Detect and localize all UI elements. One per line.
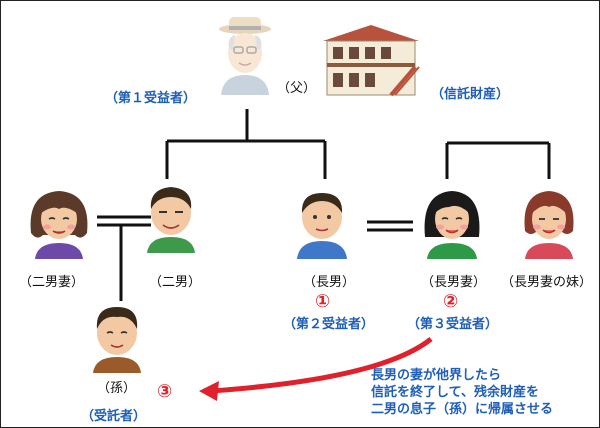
eldest-son-wife-label: （長男妻） [421,275,487,290]
trustee-label: （受託者） [81,409,147,424]
grandchild-label: （孫） [97,381,137,396]
transfer-arrowhead [199,381,219,401]
note-line-3: 二男の息子（孫）に帰属させる [371,402,554,417]
second-son-wife-illustration [30,191,88,259]
note-line-1: 長男の妻が他界したら [371,368,502,383]
marker-1: ① [315,291,331,312]
beneficiary3-label: （第３受益者） [407,317,499,332]
eldest-son-wife-sister-illustration [524,191,574,259]
beneficiary1-label: （第１受益者） [105,91,197,106]
eldest-son-wife-illustration [424,191,480,259]
second-son-wife-label: （二男妻） [19,275,85,290]
house-icon [323,25,420,97]
eldest-son-wife-sister-label: （長男妻の妹） [501,275,593,290]
father-illustration [219,17,271,95]
transfer-arrow [210,337,433,394]
father-label: （父） [277,81,317,96]
marker-3: ③ [157,381,173,402]
beneficiary2-label: （第２受益者） [283,317,375,332]
eldest-son-illustration [297,193,347,259]
second-son-label: （二男） [149,275,202,290]
second-son-illustration [147,187,195,253]
trust-property-label: （信託財産） [431,87,510,102]
note-line-2: 信託を終了して、残余財産を [371,385,539,400]
grandchild-illustration [93,307,141,373]
trust-termination-note: 長男の妻が他界したら 信託を終了して、残余財産を 二男の息子（孫）に帰属させる [371,367,553,418]
marker-2: ② [443,291,459,312]
eldest-son-label: （長男） [303,275,356,290]
